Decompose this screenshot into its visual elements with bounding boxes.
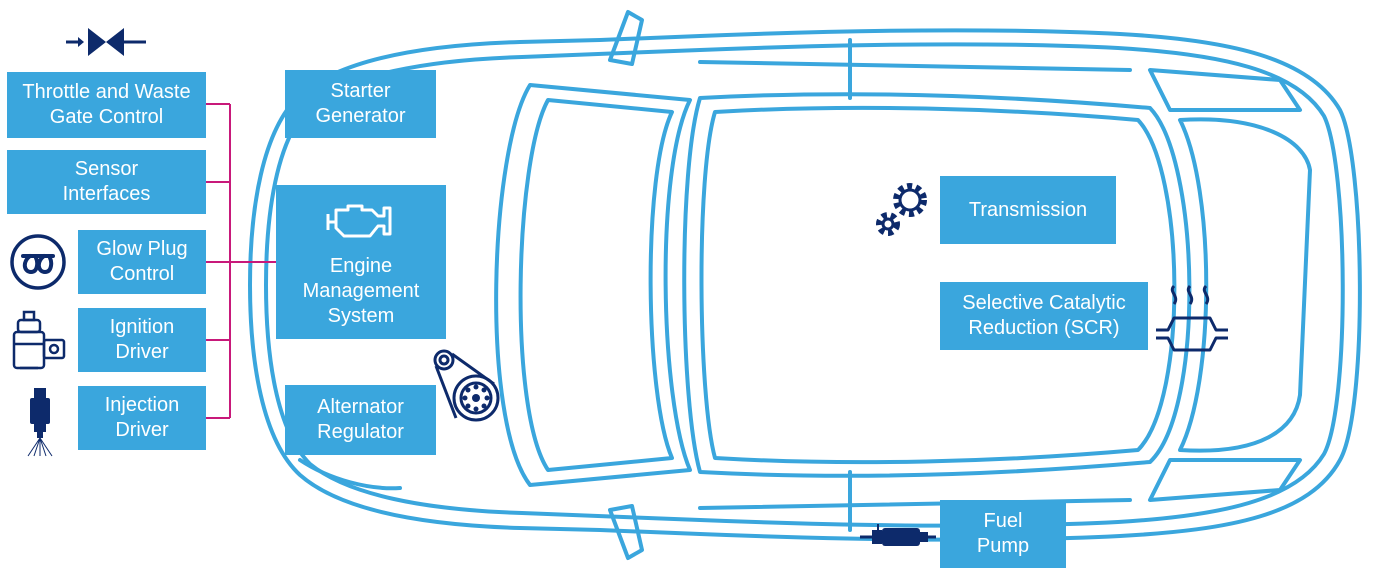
throttle-waste-gate-label: Throttle and Waste Gate Control [22, 81, 191, 128]
fuel-pump-label: Fuel Pump [976, 510, 1030, 557]
fuel-injector-icon [27, 388, 53, 457]
throttle-valve-icon [66, 28, 146, 56]
glow-plug-control-box: Glow Plug Control [78, 230, 206, 294]
starter-generator-label: Starter Generator [315, 80, 406, 127]
transmission-label: Transmission [968, 198, 1088, 221]
ignition-driver-box: Ignition Driver [78, 308, 206, 372]
starter-generator-box: Starter Generator [285, 70, 436, 138]
scr-label: Selective Catalytic Reduction (SCR) [962, 292, 1126, 339]
ignition-driver-label: Ignition Driver [109, 316, 175, 363]
catalytic-converter-icon [1156, 284, 1228, 352]
fuel-pump-box: Fuel Pump [940, 500, 1066, 568]
ignition-coil-icon [12, 310, 66, 370]
belt-pulley-icon [433, 349, 500, 422]
throttle-waste-gate-box: Throttle and Waste Gate Control [7, 72, 206, 138]
glow-plug-icon [10, 234, 66, 290]
scr-box: Selective Catalytic Reduction (SCR) [940, 282, 1148, 350]
engine-management-system-label: Engine Management System [302, 255, 420, 327]
transmission-box: Transmission [940, 176, 1116, 244]
glow-plug-control-label: Glow Plug Control [96, 238, 188, 285]
fuel-pump-icon [860, 524, 936, 546]
alternator-regulator-box: Alternator Regulator [285, 385, 436, 455]
injection-driver-label: Injection Driver [104, 394, 180, 441]
engine-icon [326, 204, 392, 238]
sensor-interfaces-label: Sensor Interfaces [62, 158, 151, 205]
injection-driver-box: Injection Driver [78, 386, 206, 450]
gears-icon [876, 183, 927, 236]
alternator-regulator-label: Alternator Regulator [317, 396, 404, 443]
sensor-interfaces-box: Sensor Interfaces [7, 150, 206, 214]
